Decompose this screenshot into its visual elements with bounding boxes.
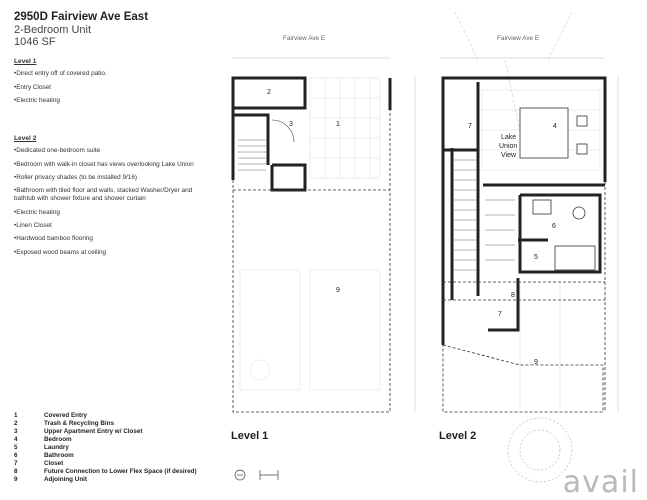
level2-item: •Bathroom with tiled floor and walls, st… xyxy=(14,187,193,203)
level2-item: •Bedroom with walk-in closet has views o… xyxy=(14,160,194,168)
level2-heading: Level 2 xyxy=(14,135,37,142)
view-cone-line xyxy=(547,11,573,61)
level2-item: •Exposed wood beams at ceiling xyxy=(14,248,107,256)
unit-area: 1046 SF xyxy=(14,36,56,48)
view-label: Union xyxy=(499,143,517,150)
level1-item: •Entry Closet xyxy=(14,83,52,91)
level2-item: •Linen Closet xyxy=(14,222,52,230)
view-cone-line xyxy=(454,11,479,61)
level2-plan-label: Level 2 xyxy=(439,430,477,442)
room-6-label: 6 xyxy=(552,223,556,230)
level1-item: •Electric heating xyxy=(14,96,60,104)
title-block: 2950D Fairview Ave East 2-Bedroom Unit 1… xyxy=(14,11,148,48)
view-label: Lake xyxy=(501,134,516,141)
door-swing xyxy=(271,119,295,143)
level2-item: •Electric heating xyxy=(14,208,60,216)
north-arrow-icon xyxy=(234,469,246,481)
room-3-label: 3 xyxy=(289,121,293,128)
room-9-label: 9 xyxy=(336,287,340,294)
address-title: 2950D Fairview Ave East xyxy=(14,11,149,23)
level2-features: Level 2 •Dedicated one-bedroom suite •Be… xyxy=(14,135,214,262)
level1-item: •Direct entry off of covered patio. xyxy=(14,70,107,78)
level1-plan-label: Level 1 xyxy=(231,430,269,442)
street-label-left: Fairview Ave E xyxy=(283,35,326,42)
room-5-label: 5 xyxy=(534,254,538,261)
level1-plan: 2 3 1 9 xyxy=(231,76,392,413)
scale-bar xyxy=(234,469,279,481)
room-7-label: 7 xyxy=(468,123,472,130)
bed xyxy=(519,107,569,159)
room-8-label: 8 xyxy=(511,292,515,299)
room-9b-label: 9 xyxy=(534,359,538,366)
view-label: View xyxy=(501,152,517,159)
watermark: avail xyxy=(562,465,639,500)
street-label-right: Fairview Ave E xyxy=(497,35,540,42)
room-1-label: 1 xyxy=(336,121,340,128)
room-4-label: 4 xyxy=(553,123,557,130)
tree-icon xyxy=(507,417,573,483)
level1-features: Level 1 •Direct entry off of covered pat… xyxy=(14,58,214,110)
level1-heading: Level 1 xyxy=(14,58,37,65)
room-2-label: 2 xyxy=(267,89,271,96)
view-cone-line xyxy=(504,59,521,131)
level2-plan: 7 4 6 5 8 7 9 Lake Union View xyxy=(441,76,607,413)
unit-type: 2-Bedroom Unit xyxy=(14,24,92,36)
level2-item: •Dedicated one-bedroom suite xyxy=(14,147,101,155)
room-7b-label: 7 xyxy=(498,311,502,318)
level2-item: •Hardwood bamboo flooring xyxy=(14,235,93,243)
level2-item: •Roller privacy shades (to be installed … xyxy=(14,173,138,181)
